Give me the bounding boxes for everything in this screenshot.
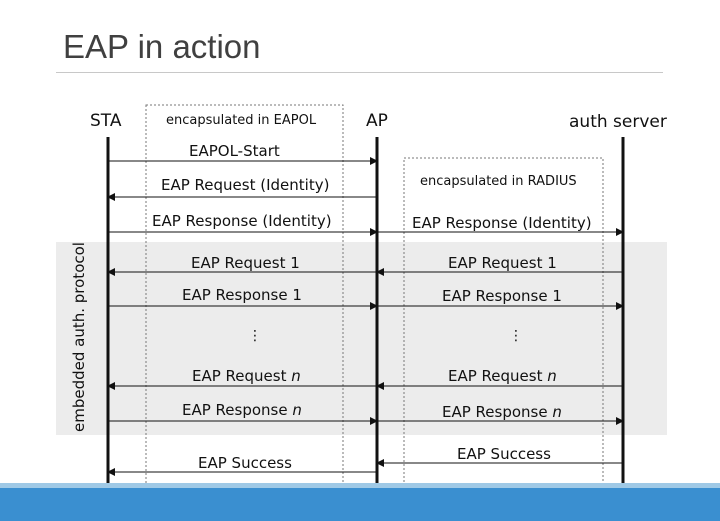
msg-reqn-left: EAP Request n: [192, 367, 301, 385]
msg-reqn-left-n: n: [291, 367, 301, 385]
ap-label: AP: [366, 111, 388, 131]
msg-success-left: EAP Success: [198, 454, 292, 472]
msg-reqn-right: EAP Request n: [448, 367, 557, 385]
eapol-box: [145, 104, 344, 486]
msg-reqn-right-n: n: [547, 367, 557, 385]
embedded-protocol-band: [56, 242, 667, 435]
msg-eapol-start: EAPOL-Start: [189, 142, 280, 160]
band-label: embedded auth. protocol: [70, 242, 88, 432]
msg-req-identity: EAP Request (Identity): [161, 176, 329, 194]
msg-resp-identity-left: EAP Response (Identity): [152, 212, 332, 230]
msg-respn-right-text: EAP Response: [442, 403, 548, 421]
sta-label: STA: [90, 111, 122, 131]
msg-reqn-right-text: EAP Request: [448, 367, 543, 385]
msg-respn-right: EAP Response n: [442, 403, 562, 421]
ellipsis-left: ⋮: [248, 328, 262, 344]
msg-respn-left-text: EAP Response: [182, 401, 288, 419]
msg-resp1-left: EAP Response 1: [182, 286, 302, 304]
ellipsis-right: ⋮: [509, 328, 523, 344]
radius-box-label: encapsulated in RADIUS: [420, 174, 577, 189]
footer-band-light: [0, 483, 720, 488]
msg-req1-right: EAP Request 1: [448, 254, 557, 272]
footer-band: [0, 488, 720, 521]
auth-server-label: auth server: [569, 112, 667, 132]
slide-title: EAP in action: [63, 28, 261, 65]
msg-respn-left: EAP Response n: [182, 401, 302, 419]
msg-resp-identity-right: EAP Response (Identity): [412, 214, 592, 232]
msg-resp1-right: EAP Response 1: [442, 287, 562, 305]
msg-success-right: EAP Success: [457, 445, 551, 463]
eapol-box-label: encapsulated in EAPOL: [166, 113, 317, 128]
msg-reqn-left-text: EAP Request: [192, 367, 287, 385]
msg-req1-left: EAP Request 1: [191, 254, 300, 272]
title-divider: [56, 72, 663, 73]
msg-respn-right-n: n: [552, 403, 562, 421]
msg-respn-left-n: n: [292, 401, 302, 419]
